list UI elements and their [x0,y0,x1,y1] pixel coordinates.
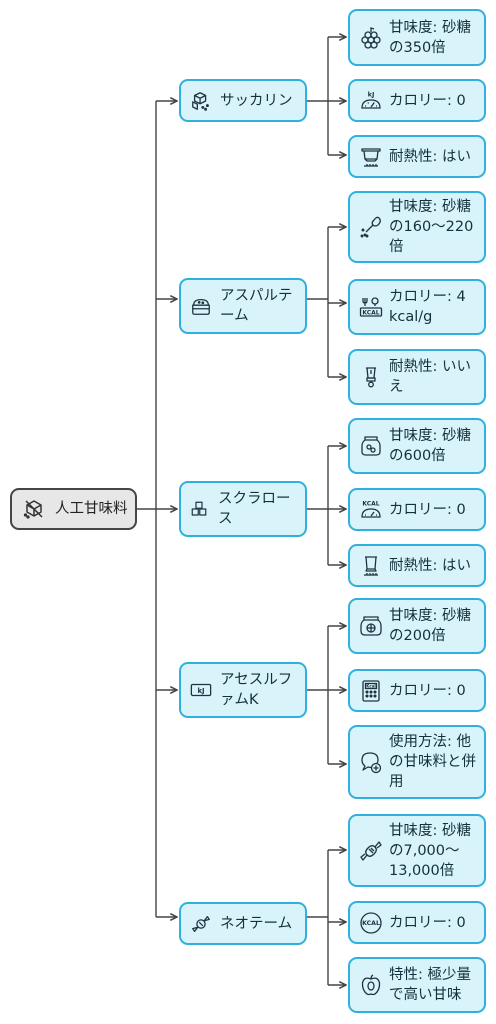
property-node[interactable]: 甘味度: 砂糖の350倍 [348,9,486,66]
property-label: 甘味度: 砂糖の600倍 [389,428,471,464]
property-node[interactable]: 耐熱性: いいえ [348,349,486,405]
blender-icon [359,365,383,389]
kj-scale-icon: kJ [359,89,383,113]
property-label: カロリー: 4 kcal/g [389,289,466,325]
property-node[interactable]: 耐熱性: はい [348,135,486,178]
sweetener-label: サッカリン [220,92,293,109]
property-node[interactable]: KCAL カロリー: 0 [348,488,486,531]
sweetener-node-acesulfame-k[interactable]: kJ アセスルファムK [179,662,307,718]
candy-jar-icon [359,614,383,638]
property-label: 使用方法: 他の甘味料と併用 [389,734,476,790]
wrapped-candy-icon [359,839,383,863]
no-sugar-icon [22,497,46,521]
property-node[interactable]: 特性: 極少量で高い甘味 [348,957,486,1013]
svg-text:KCAL: KCAL [362,920,380,927]
property-node[interactable]: KCAL カロリー: 4 kcal/g [348,279,486,335]
heated-glass-icon [359,554,383,578]
property-label: 耐熱性: はい [389,557,471,574]
property-node[interactable]: KCAL カロリー: 0 [348,901,486,944]
sugar-cubes-icon [190,90,212,112]
property-node[interactable]: 使用方法: 他の甘味料と併用 [348,725,486,799]
property-label: 甘味度: 砂糖の200倍 [389,608,471,644]
kcal-label-icon: KCAL [359,295,383,319]
sweetener-label: アスパルテーム [220,288,293,324]
sweetener-node-sucralose[interactable]: スクラロース [179,481,307,537]
jar-icon [359,434,383,458]
property-node[interactable]: Kcal カロリー: 0 [348,669,486,712]
property-node[interactable]: 甘味度: 砂糖の160〜220倍 [348,191,486,263]
speech-add-icon [359,750,383,774]
kcal-circle-icon: KCAL [359,911,383,935]
property-node[interactable]: 甘味度: 砂糖の600倍 [348,418,486,474]
spoon-sprinkle-icon [359,215,383,239]
sweetener-node-aspartame[interactable]: アスパルテーム [179,278,307,334]
heat-pot-icon [359,145,383,169]
property-label: 耐熱性: はい [389,148,471,165]
svg-text:KCAL: KCAL [362,500,379,507]
property-node[interactable]: 耐熱性: はい [348,544,486,587]
property-label: 甘味度: 砂糖の7,000〜13,000倍 [389,822,471,879]
property-label: カロリー: 0 [389,914,466,931]
kcal-scale-icon: KCAL [359,498,383,522]
property-node[interactable]: kJ カロリー: 0 [348,79,486,122]
property-node[interactable]: 甘味度: 砂糖の7,000〜13,000倍 [348,814,486,887]
property-label: 甘味度: 砂糖の160〜220倍 [389,199,474,255]
property-label: 甘味度: 砂糖の350倍 [389,19,471,56]
property-node[interactable]: 甘味度: 砂糖の200倍 [348,598,486,654]
sweetener-node-saccharin[interactable]: サッカリン [179,79,307,122]
grapes-icon [359,26,383,50]
sweetener-node-neotame[interactable]: ネオテーム [179,902,307,945]
svg-text:kJ: kJ [197,687,204,695]
candy-icon [190,913,212,935]
apple-icon [359,973,383,997]
sweetener-label: アセスルファムK [220,672,293,708]
property-label: 耐熱性: いいえ [389,359,471,395]
sweetener-label: ネオテーム [220,915,293,932]
property-label: カロリー: 0 [389,501,466,518]
cubes-icon [190,500,208,518]
svg-text:Kcal: Kcal [366,683,376,688]
kcal-calculator-icon: Kcal [359,679,383,703]
property-label: カロリー: 0 [389,682,466,699]
sweetener-label: スクラロース [218,491,291,527]
root-label: 人工甘味料 [55,501,128,517]
svg-text:kJ: kJ [368,90,375,98]
svg-text:KCAL: KCAL [362,309,379,316]
kj-badge-icon: kJ [190,679,212,701]
property-label: カロリー: 0 [389,92,466,109]
sugar-bowl-icon [190,295,212,317]
property-label: 特性: 極少量で高い甘味 [389,967,471,1003]
root-node[interactable]: 人工甘味料 [10,488,137,530]
